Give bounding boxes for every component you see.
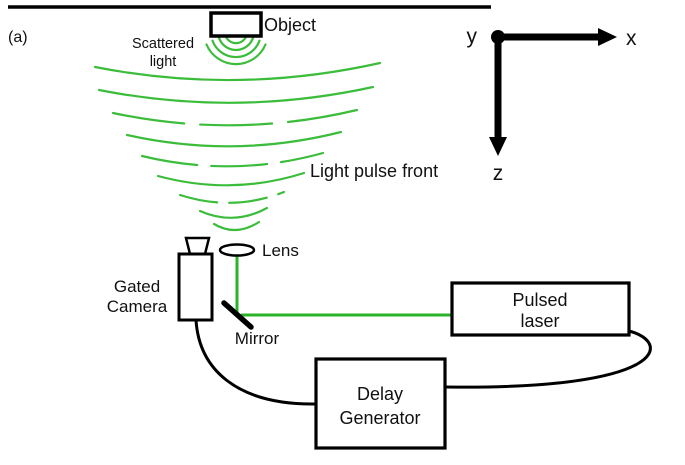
scattered-wavefronts	[93, 34, 382, 232]
panel-label: (a)	[8, 29, 28, 46]
wavefront-arc	[212, 220, 261, 232]
wavefront-arc	[125, 130, 343, 148]
wavefront-arc	[217, 36, 255, 51]
gated-camera-label-line2: Camera	[107, 297, 168, 316]
mirror-shape	[221, 300, 254, 330]
gated-camera-label-line1: Gated	[114, 277, 160, 296]
delay-generator-label-line1: Delay	[357, 384, 403, 404]
laser-beams	[235, 250, 455, 318]
wavefront-arc	[224, 34, 248, 45]
pulsed-laser-box	[450, 281, 631, 337]
scattered-light-label-line2: light	[150, 54, 177, 70]
wavefront-arc	[198, 206, 269, 219]
camera-body	[177, 252, 214, 322]
wavefront-arc	[97, 85, 375, 104]
wavefront-arc	[205, 43, 267, 66]
lens-shape	[218, 243, 256, 257]
x-axis-arrowhead-icon	[598, 28, 617, 46]
scattered-light-label-line1: Scattered	[132, 36, 194, 52]
wavefront-arc	[111, 108, 359, 127]
coordinate-axes: y x z	[467, 25, 638, 185]
wavefront-arc	[93, 61, 382, 82]
wavefront-arc	[156, 171, 306, 187]
wavefront-arc	[211, 39, 261, 59]
y-axis-label: y	[467, 25, 478, 48]
cable-camera-to-delay	[194, 318, 318, 406]
x-axis-label: x	[626, 27, 637, 50]
wavefront-arc	[140, 151, 325, 168]
delay-generator-label-line2: Generator	[339, 408, 420, 428]
cable-laser-to-delay	[444, 329, 652, 389]
camera-hood	[184, 236, 211, 256]
lens-label: Lens	[262, 241, 299, 260]
object-label: Object	[264, 15, 316, 35]
gated-camera	[177, 236, 214, 322]
light-pulse-front-label: Light pulse front	[310, 161, 438, 181]
pulsed-laser-label-line1: Pulsed	[512, 290, 567, 310]
delay-generator-box	[314, 357, 447, 450]
mirror-label: Mirror	[235, 329, 280, 348]
object-box	[209, 11, 263, 38]
wavefront-arc	[178, 190, 286, 204]
z-axis-label: z	[493, 162, 504, 185]
z-axis-arrowhead-icon	[489, 137, 507, 156]
pulsed-laser-label-line2: laser	[520, 311, 559, 331]
